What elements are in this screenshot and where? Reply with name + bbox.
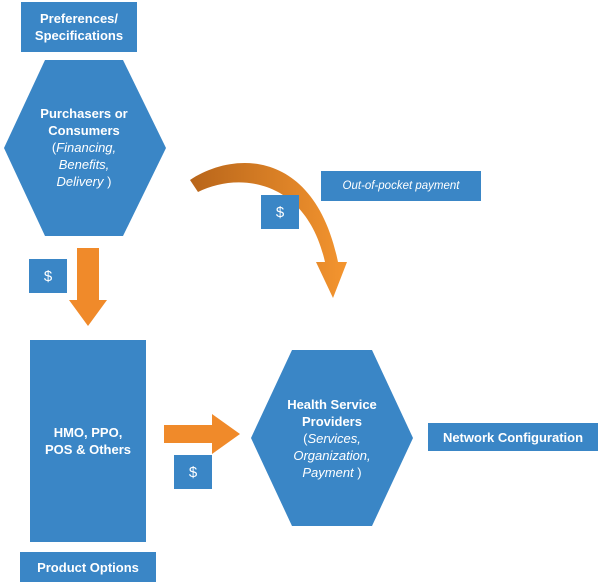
providers-detail-line3: Payment — [302, 465, 354, 480]
providers-detail-line1: Services, — [307, 431, 361, 446]
purchasers-text: Purchasers or Consumers (Financing, Bene… — [22, 105, 146, 190]
plans-line2: POS & Others — [45, 442, 131, 457]
providers-detail-line2: Organization, — [293, 448, 371, 463]
dollar-out-of-pocket-box: $ — [261, 195, 299, 229]
dollar-out-of-pocket-label: $ — [275, 203, 285, 221]
dollar-purchase-box: $ — [29, 259, 67, 293]
providers-detail-close: ) — [357, 465, 362, 480]
purchasers-detail-open: ( — [51, 140, 57, 155]
purchasers-detail-line1: Financing, — [56, 140, 117, 155]
dollar-purchase-label: $ — [43, 267, 53, 285]
down-arrow — [69, 248, 107, 326]
plans-box: HMO, PPO, POS & Others — [30, 340, 146, 542]
dollar-provider-label: $ — [188, 463, 198, 481]
product-options-box: Product Options — [20, 552, 156, 582]
providers-text: Health Service Providers (Services, Orga… — [266, 396, 398, 481]
preferences-specifications-box: Preferences/ Specifications — [21, 2, 137, 52]
providers-hexagon — [251, 350, 413, 526]
purchasers-detail-close: ) — [107, 174, 112, 189]
network-configuration-label: Network Configuration — [442, 429, 584, 445]
purchasers-detail-line3: Delivery — [56, 174, 104, 189]
providers-detail-open: ( — [303, 431, 308, 446]
right-arrow — [164, 414, 240, 454]
preferences-specifications-label: Preferences/ Specifications — [34, 11, 124, 43]
plans-line1: HMO, PPO, — [53, 425, 123, 440]
purchasers-title-line1: Purchasers or — [40, 106, 128, 121]
product-options-label: Product Options — [37, 559, 139, 575]
out-of-pocket-payment-box: Out-of-pocket payment — [321, 171, 481, 201]
dollar-provider-box: $ — [174, 455, 212, 489]
curved-arrow — [190, 163, 347, 298]
out-of-pocket-payment-label: Out-of-pocket payment — [342, 180, 460, 192]
providers-title-line2: Providers — [302, 414, 362, 429]
purchasers-detail-line2: Benefits, — [58, 157, 110, 172]
purchasers-title-line2: Consumers — [48, 123, 120, 138]
purchasers-hexagon — [4, 60, 166, 236]
network-configuration-box: Network Configuration — [428, 423, 598, 451]
providers-title-line1: Health Service — [287, 397, 377, 412]
